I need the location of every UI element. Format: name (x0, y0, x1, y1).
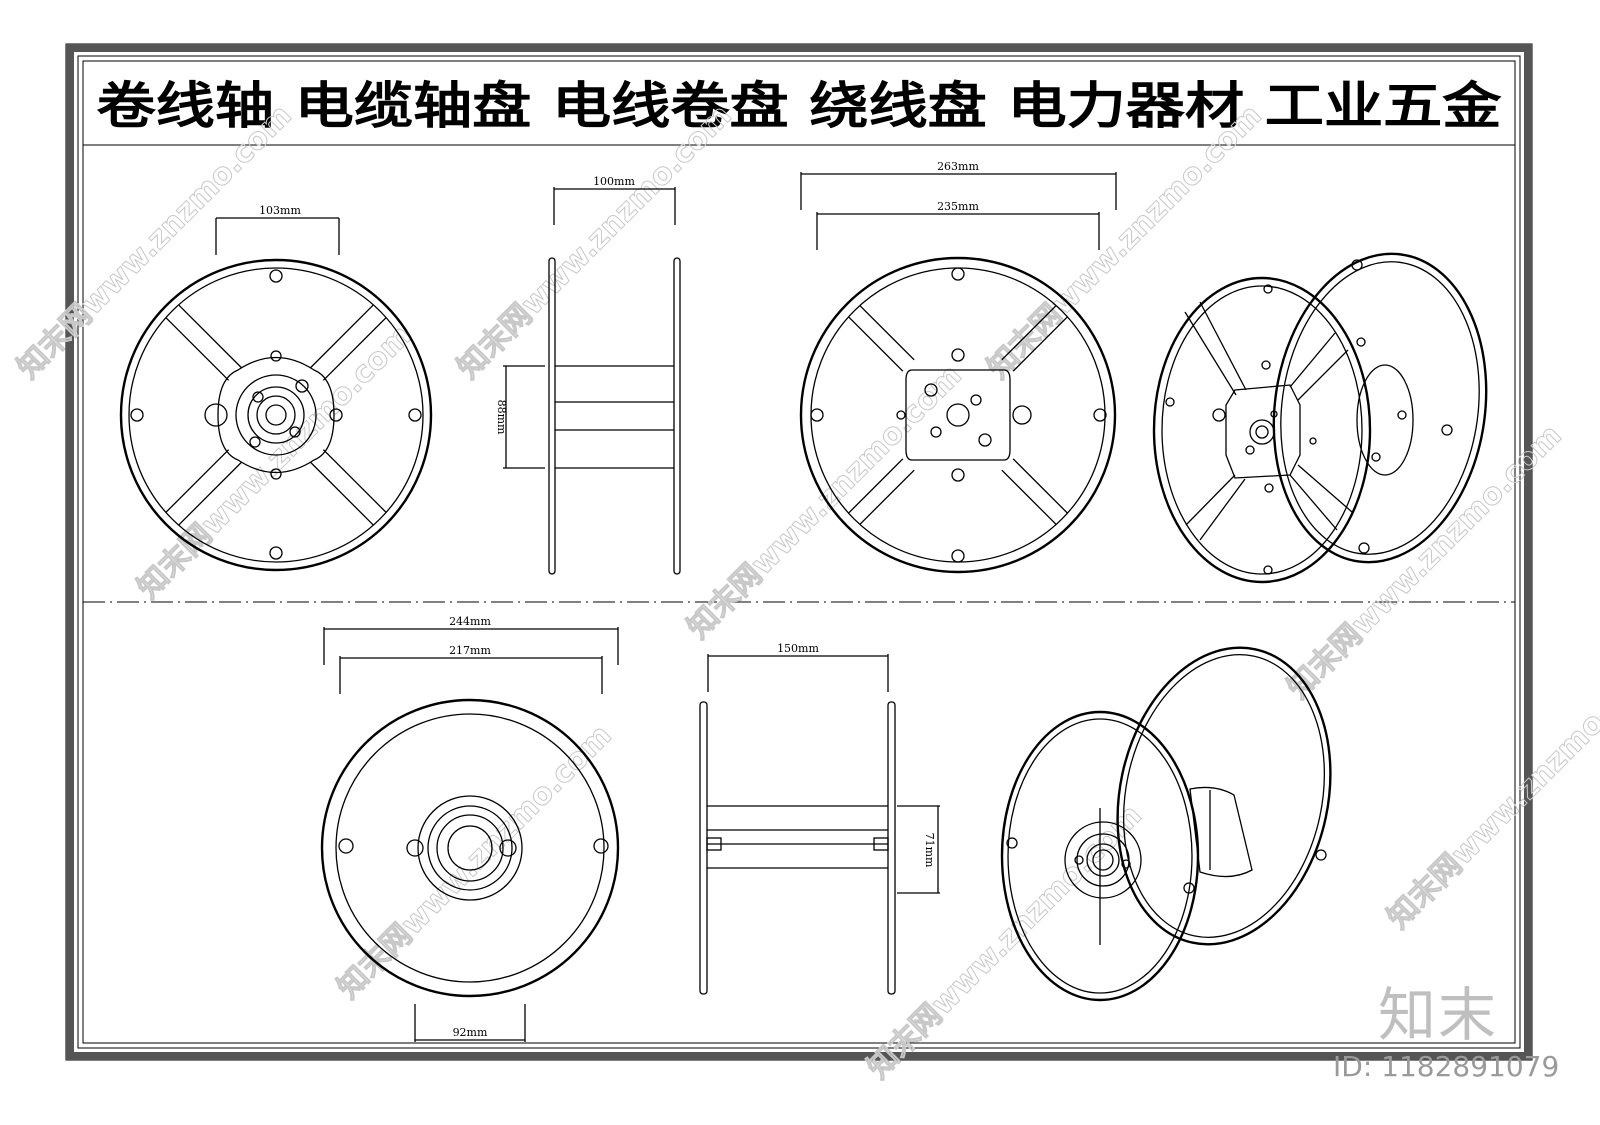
dim-label-88: 88mm (495, 400, 508, 435)
reel-b-front-view: 263mm 235mm (799, 160, 1117, 574)
dim-103: 103mm (215, 204, 340, 255)
watermark-text: 知末网www.znzmo.com (11, 98, 299, 386)
dim-71: 71mm (897, 805, 940, 894)
dim-label-235: 235mm (937, 200, 979, 213)
dim-150: 150mm (707, 642, 889, 692)
reel-c-isometric-view (1000, 646, 1332, 1002)
dim-label-217: 217mm (449, 644, 491, 657)
watermark-text: 知末网www.znzmo.com (451, 98, 739, 386)
dim-label-103: 103mm (259, 204, 301, 217)
sheet-title: 卷线轴 电缆轴盘 电线卷盘 绕线盘 电力器材 工业五金 (97, 77, 1503, 135)
reel-a-front-view: 103mm (119, 204, 433, 572)
dim-label-263: 263mm (937, 160, 979, 173)
dim-244: 244mm (323, 615, 619, 665)
dim-235: 235mm (816, 200, 1100, 250)
watermark-brand: 知末 (1378, 981, 1499, 1049)
dim-217: 217mm (339, 644, 603, 694)
dim-label-100: 100mm (593, 175, 635, 188)
watermark-text: 知末网www.znzmo.com (981, 98, 1269, 386)
watermark-text: 知末网www.znzmo.com (681, 358, 969, 646)
dim-88: 88mm (495, 365, 545, 469)
dim-100: 100mm (553, 175, 676, 225)
sheet-frame (65, 43, 1533, 1061)
dim-92: 92mm (414, 1004, 526, 1042)
dim-label-244: 244mm (449, 615, 491, 628)
reel-b-isometric-view (1152, 252, 1488, 584)
reel-c-side-view: 150mm 71mm (699, 642, 940, 995)
reel-a-side-view: 100mm 88mm (495, 175, 681, 575)
watermark-text: 知末网www.znzmo.com (1381, 648, 1600, 936)
dim-label-71: 71mm (923, 833, 936, 868)
watermark-image-id: ID: 1182891079 (1333, 1050, 1560, 1083)
dim-263: 263mm (800, 160, 1117, 210)
dim-label-150: 150mm (777, 642, 819, 655)
watermark-text: 知末网www.znzmo.com (331, 718, 619, 1006)
reel-c-front-view: 244mm 217mm 92mm (320, 615, 620, 1042)
dim-label-92: 92mm (453, 1026, 488, 1039)
title-bar: 卷线轴 电缆轴盘 电线卷盘 绕线盘 电力器材 工业五金 (83, 77, 1515, 146)
